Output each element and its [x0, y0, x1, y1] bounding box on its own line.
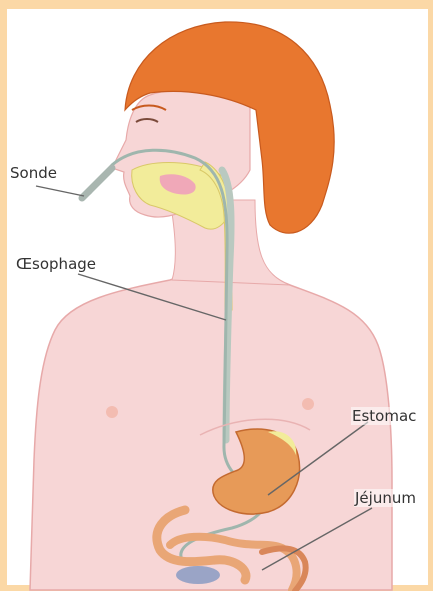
- right-nipple: [302, 398, 314, 410]
- sonde-tip: [82, 168, 112, 198]
- label-oesophage: Œsophage: [15, 255, 97, 273]
- leader-sonde: [36, 186, 84, 196]
- label-estomac: Estomac: [351, 407, 417, 425]
- left-nipple: [106, 406, 118, 418]
- label-sonde: Sonde: [9, 164, 58, 182]
- jejunum-blob: [176, 566, 220, 584]
- label-jejunum: Jéjunum: [354, 489, 417, 507]
